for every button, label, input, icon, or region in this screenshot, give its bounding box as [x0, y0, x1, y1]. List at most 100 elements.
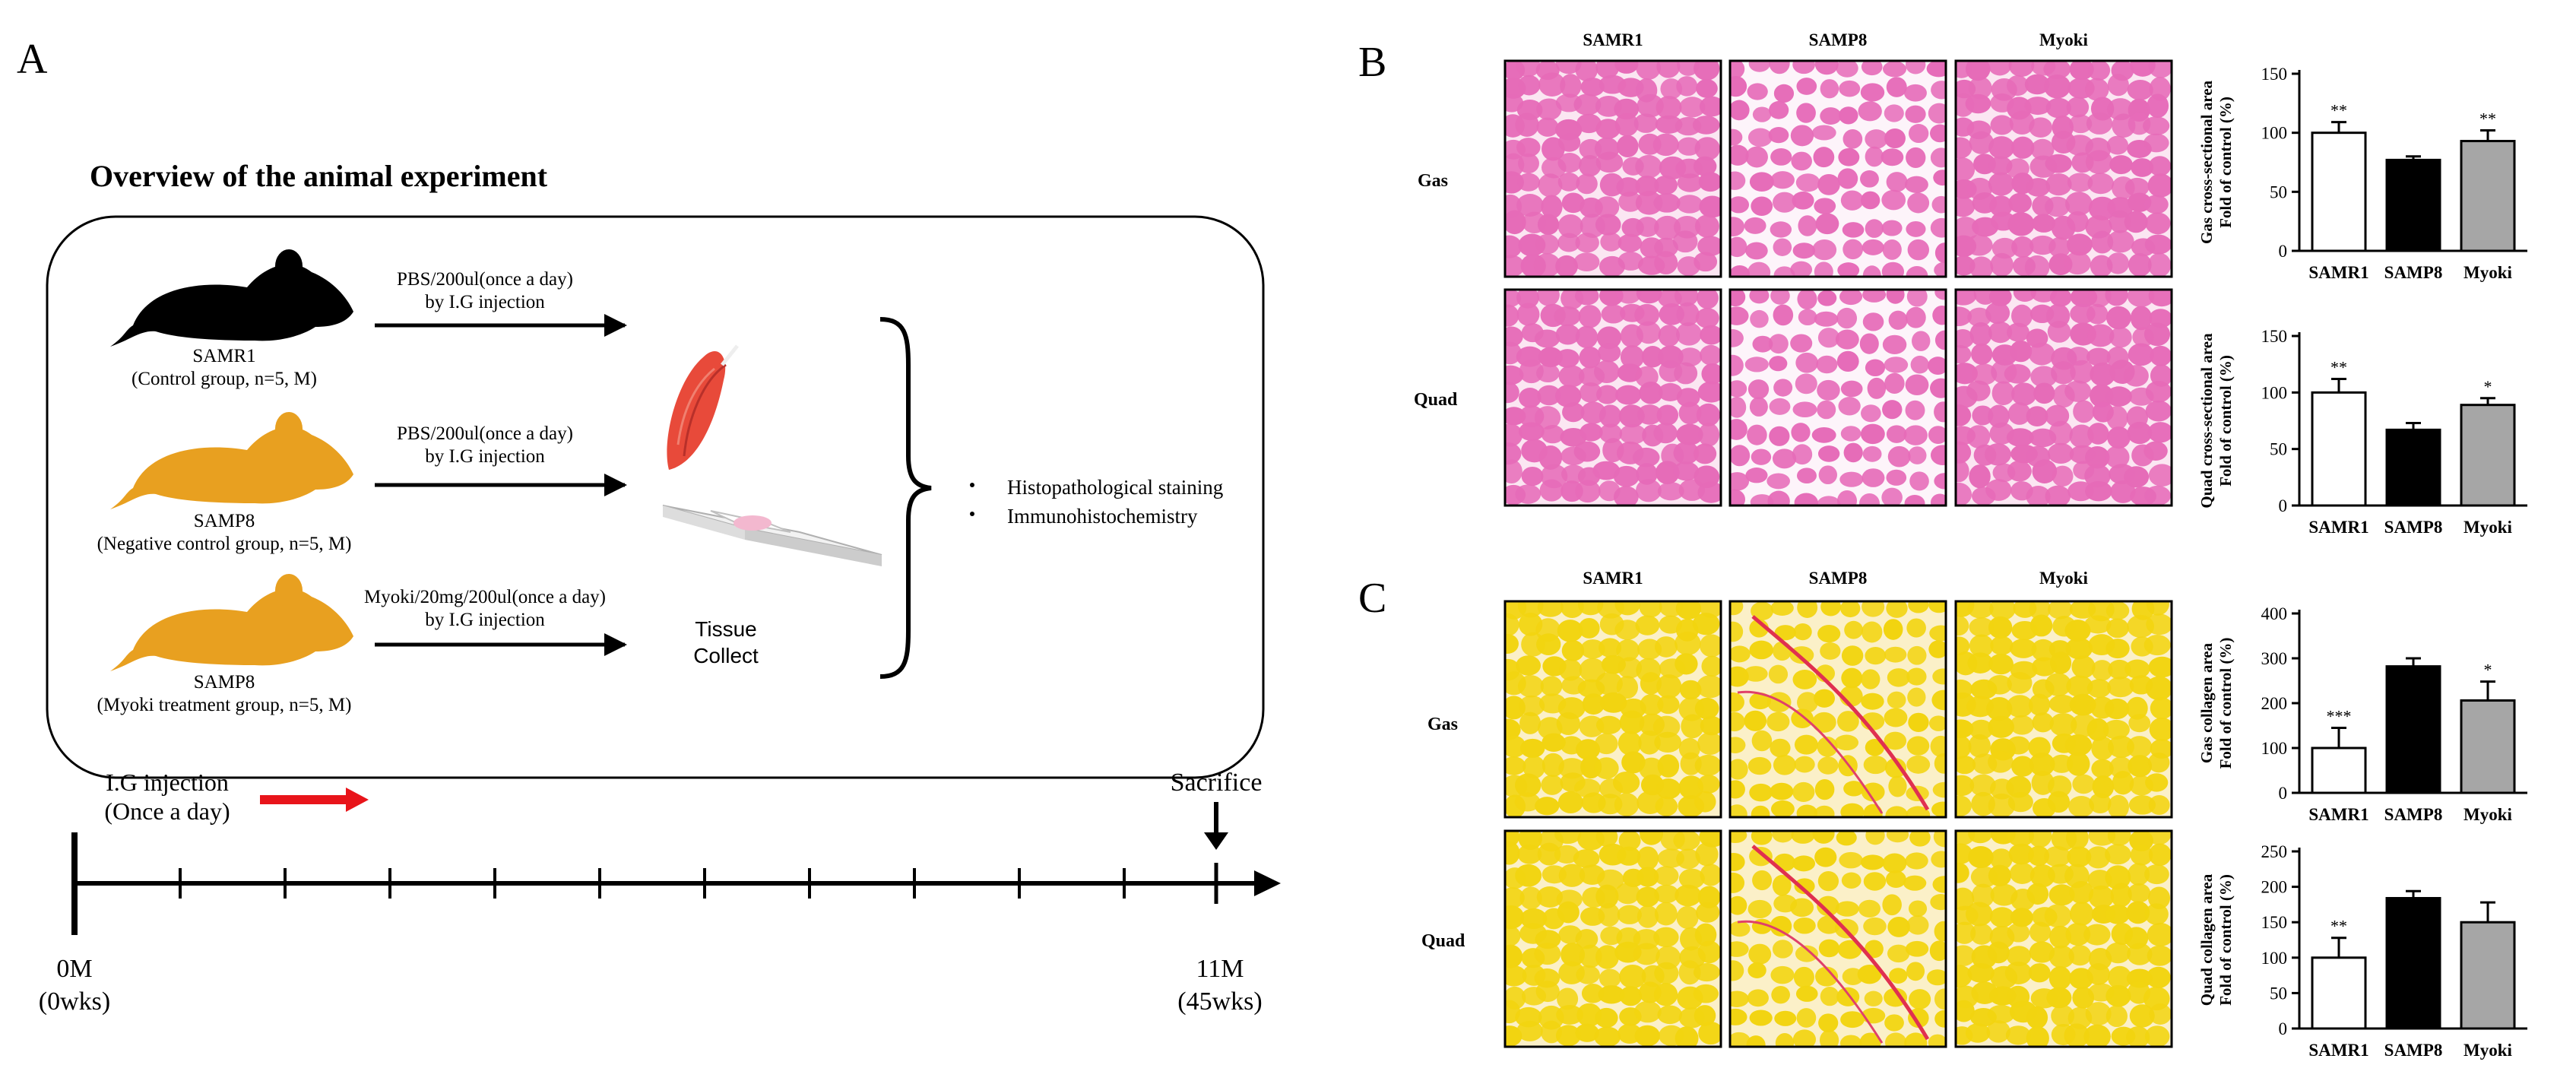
bar-samp8: [2385, 665, 2441, 794]
bar-myoki: [2460, 921, 2516, 1030]
y-axis-label: Fold of control (%): [2216, 97, 2235, 228]
y-tick-label: 150: [2261, 65, 2288, 84]
bar-samr1: [2311, 132, 2367, 252]
panel-c-col-myoki: Myoki: [2039, 569, 2089, 588]
panel-b-micrographs: [1503, 59, 2173, 507]
panel-c: C SAMR1 SAMP8 Myoki Gas Quad: [1358, 569, 2173, 1048]
y-tick-label: 200: [2261, 694, 2288, 713]
experiment-title: Overview of the animal experiment: [90, 159, 548, 193]
micrograph-tile: [1730, 290, 1946, 506]
significance-marker: **: [2330, 101, 2347, 120]
group3-name: SAMP8: [194, 672, 255, 693]
x-category-label: SAMP8: [2384, 263, 2443, 282]
panel-b-letter: B: [1358, 39, 1386, 86]
bullet-ihc: Immunohistochemistry: [1007, 505, 1198, 528]
micrograph-tile: [1956, 61, 2172, 277]
y-tick-label: 0: [2279, 242, 2288, 261]
end-month-label: 11M: [1196, 955, 1244, 983]
panel-a: A Overview of the animal experiment SAMR…: [17, 36, 1281, 1016]
slide-icon: [662, 505, 882, 566]
injection-label: I.G injection: [106, 769, 229, 796]
sacrifice-label: Sacrifice: [1171, 769, 1263, 797]
y-tick-label: 150: [2261, 327, 2288, 346]
significance-marker: *: [2484, 377, 2492, 396]
panel-b-col-samr1: SAMR1: [1583, 30, 1643, 49]
tissue-label: Tissue: [695, 617, 756, 641]
panel-c-letter: C: [1358, 575, 1386, 622]
y-tick-label: 100: [2261, 124, 2288, 143]
y-axis-label: Gas collagen area: [2197, 642, 2216, 763]
mouse-samp8-icon: [110, 412, 353, 509]
start-week-label: (0wks): [39, 987, 110, 1016]
y-tick-label: 100: [2261, 949, 2288, 968]
y-tick-label: 0: [2279, 496, 2288, 515]
micrograph-tile: [1505, 601, 1721, 817]
y-tick-label: 50: [2270, 440, 2287, 459]
panel-c-row-gas: Gas: [1427, 715, 1458, 734]
bar-samr1: [2311, 746, 2367, 794]
micrograph-tile: [1505, 61, 1721, 277]
x-category-label: SAMR1: [2308, 1041, 2368, 1060]
panel-b-col-myoki: Myoki: [2039, 30, 2089, 49]
panel-c-row-quad: Quad: [1421, 931, 1465, 951]
y-tick-label: 100: [2261, 383, 2288, 402]
y-axis-label: Fold of control (%): [2216, 874, 2235, 1006]
y-tick-label: 250: [2261, 842, 2288, 861]
injection-red-arrowhead: [346, 788, 369, 812]
group1-treatment: PBS/200ul(once a day): [397, 269, 573, 290]
x-category-label: SAMR1: [2308, 263, 2368, 282]
group3-treatment: Myoki/20mg/200ul(once a day): [364, 587, 606, 607]
x-category-label: SAMP8: [2384, 805, 2443, 824]
micrograph-tile: [1505, 290, 1721, 506]
end-week-label: (45wks): [1177, 987, 1262, 1016]
significance-marker: **: [2330, 917, 2347, 936]
group2-name: SAMP8: [194, 511, 255, 531]
micrograph-tile: [1505, 831, 1721, 1047]
bar-samp8: [2385, 897, 2441, 1030]
panel-c-col-samr1: SAMR1: [1583, 569, 1643, 588]
y-axis-label: Quad collagen area: [2197, 873, 2216, 1006]
micrograph-tile: [1730, 831, 1946, 1047]
start-month-label: 0M: [56, 955, 92, 983]
bullet-dot: [970, 483, 974, 487]
mouse-body: [110, 426, 353, 509]
bar-samp8: [2385, 158, 2441, 252]
x-category-label: Myoki: [2464, 263, 2513, 282]
micrograph-tile: [1956, 601, 2172, 817]
injection-frequency-label: (Once a day): [104, 797, 230, 825]
micrograph-tile: [1956, 290, 2172, 506]
y-tick-label: 150: [2261, 913, 2288, 932]
significance-marker: **: [2479, 109, 2496, 128]
panel-b-row-gas: Gas: [1418, 171, 1448, 191]
group1-name: SAMR1: [192, 346, 255, 366]
experiment-box: [46, 215, 1265, 779]
muscle-tissue-icon: [667, 344, 739, 470]
panel-a-letter: A: [17, 36, 48, 83]
mouse-body: [110, 588, 353, 671]
x-category-label: Myoki: [2464, 805, 2513, 824]
timeline-arrowhead: [1254, 870, 1281, 896]
panel-b: B SAMR1 SAMP8 Myoki Gas Quad: [1358, 30, 2173, 507]
significance-marker: *: [2484, 661, 2492, 680]
panel-c-micrographs: [1503, 600, 2173, 1048]
sacrifice-arrowhead: [1204, 832, 1228, 850]
bar-myoki: [2460, 140, 2516, 252]
mouse-body: [110, 264, 353, 347]
timeline-ticks: [179, 863, 1218, 904]
bullet-dot: [970, 512, 974, 516]
bar-samr1: [2311, 956, 2367, 1030]
group2-treatment: PBS/200ul(once a day): [397, 423, 573, 444]
group2-desc: (Negative control group, n=5, M): [97, 534, 352, 554]
y-axis-label: Fold of control (%): [2216, 355, 2235, 487]
y-tick-label: 100: [2261, 739, 2288, 758]
x-category-label: Myoki: [2464, 518, 2513, 537]
panel-b-row-quad: Quad: [1414, 390, 1458, 410]
y-tick-label: 0: [2279, 784, 2288, 803]
micrograph-tile: [1956, 831, 2172, 1047]
y-axis-label: Gas cross-sectional area: [2197, 80, 2216, 244]
x-category-label: Myoki: [2464, 1041, 2513, 1060]
group3-desc: (Myoki treatment group, n=5, M): [97, 695, 352, 715]
